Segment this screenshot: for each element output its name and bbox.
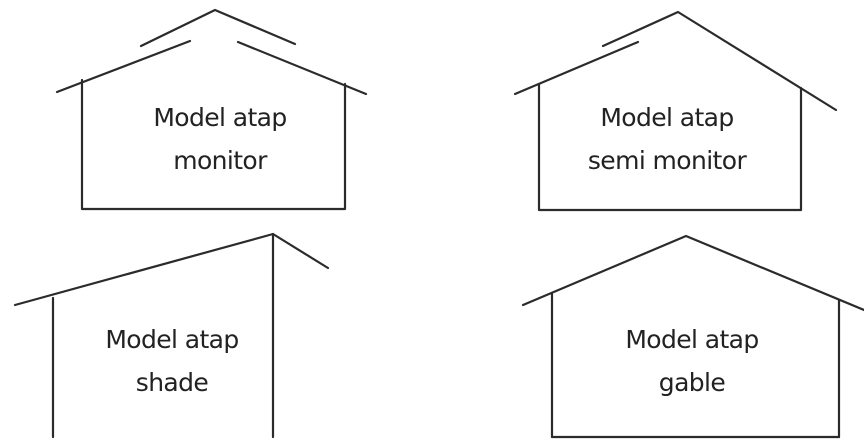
label-line-1: Model atap	[600, 103, 734, 132]
label-line-1: Model atap	[625, 325, 759, 354]
monitor-roof-left	[55, 39, 192, 94]
label-line-2: semi monitor	[587, 146, 747, 175]
monitor-roof-right	[236, 40, 368, 96]
label-model-atap-shade: Model atap shade	[62, 318, 282, 404]
shade-roof	[13, 232, 330, 307]
monitor-walls	[80, 78, 347, 211]
label-model-atap-gable: Model atap gable	[582, 318, 802, 404]
house-gable	[521, 234, 864, 439]
label-line-2: shade	[135, 368, 209, 397]
semi-monitor-roof-lower	[513, 40, 640, 96]
house-semi-monitor	[513, 10, 838, 212]
semi-monitor-roof-upper	[601, 10, 838, 112]
house-monitor	[55, 8, 368, 211]
shade-walls	[51, 232, 275, 439]
gable-walls	[550, 292, 841, 439]
semi-monitor-walls	[537, 82, 803, 212]
label-model-atap-semi-monitor: Model atap semi monitor	[557, 96, 777, 182]
label-line-1: Model atap	[153, 103, 287, 132]
label-line-2: monitor	[173, 146, 267, 175]
house-shade	[13, 232, 330, 439]
label-line-1: Model atap	[105, 325, 239, 354]
label-line-2: gable	[658, 368, 726, 397]
gable-roof	[521, 234, 864, 312]
monitor-roof-upper	[139, 8, 297, 48]
label-model-atap-monitor: Model atap monitor	[110, 96, 330, 182]
